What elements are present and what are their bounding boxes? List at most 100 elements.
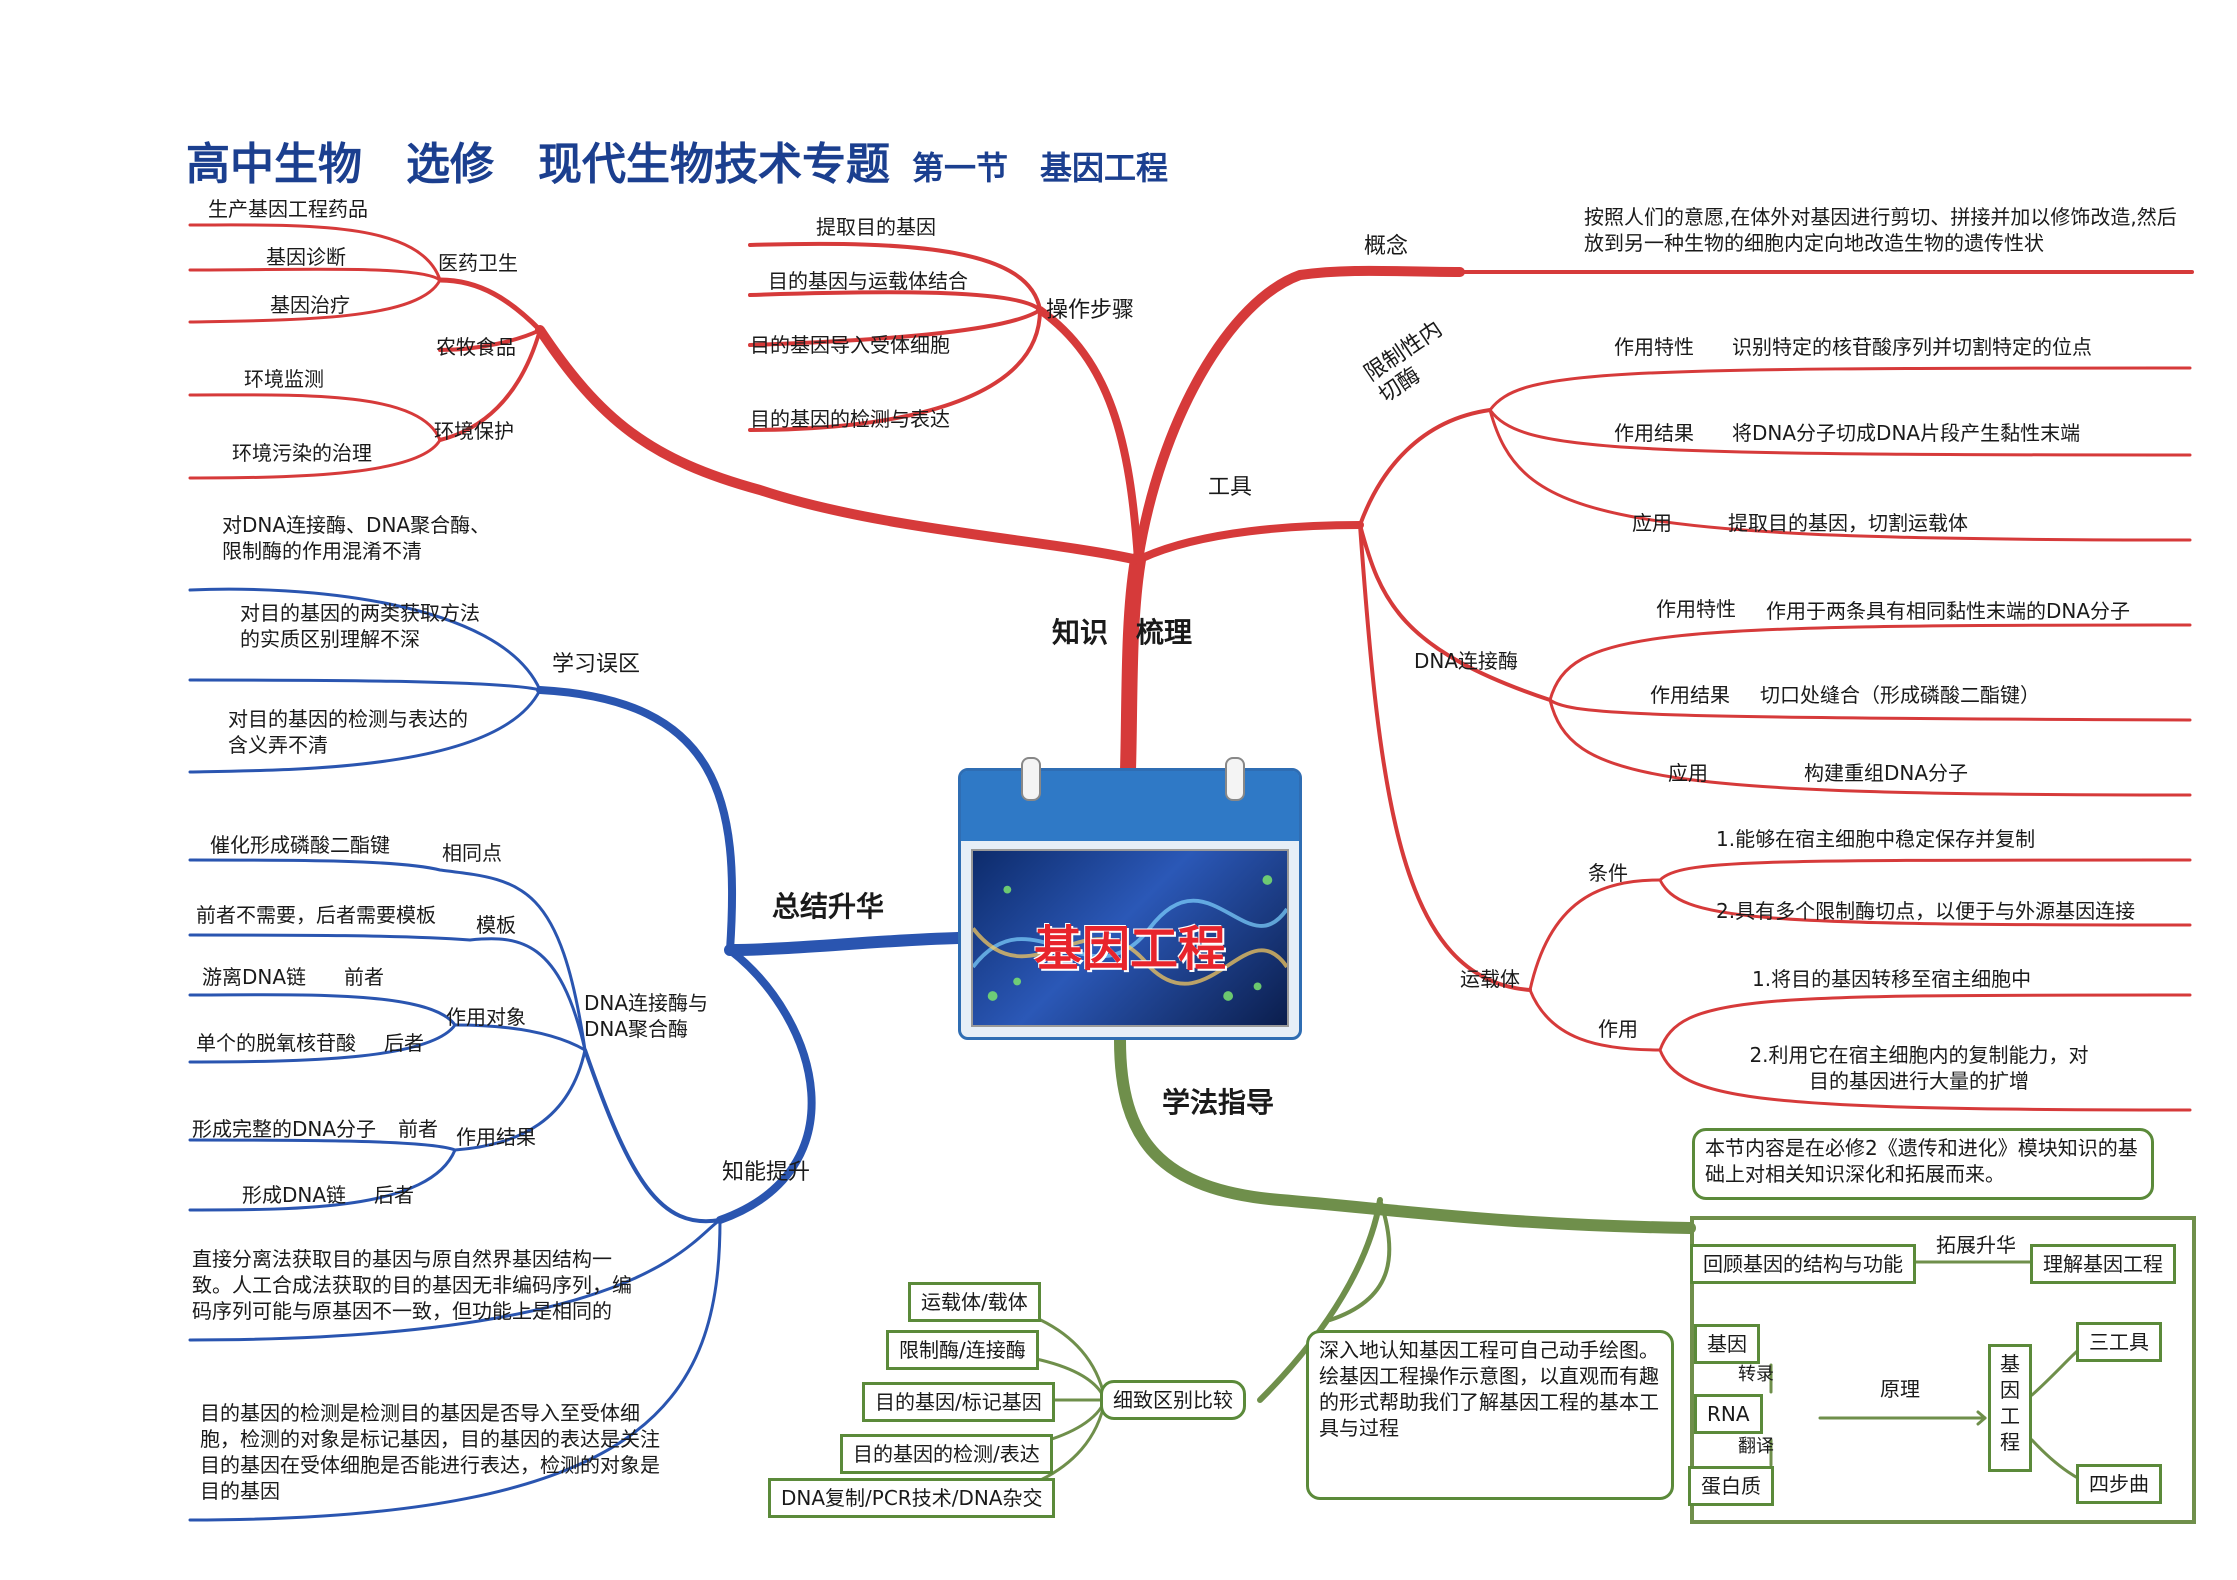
calendar-ring-icon bbox=[1225, 757, 1245, 801]
mistake-item: 对目的基因的检测与表达的含义弄不清 bbox=[228, 707, 468, 757]
ligase-key: 作用特性 bbox=[1656, 597, 1736, 621]
object-a: 游离DNA链 bbox=[202, 965, 307, 989]
flow-steps4: 四步曲 bbox=[2076, 1464, 2162, 1504]
title-sub: 第一节 基因工程 bbox=[912, 149, 1169, 187]
env-item: 环境污染的治理 bbox=[232, 441, 372, 465]
green-branch-label: 学法指导 bbox=[1162, 1086, 1275, 1119]
step-item: 目的基因的检测与表达 bbox=[750, 407, 950, 431]
template-text: 前者不需要，后者需要模板 bbox=[196, 903, 436, 927]
same-label: 相同点 bbox=[442, 841, 502, 865]
red-branch-label: 知识 梳理 bbox=[1052, 616, 1193, 649]
agri-label: 农牧食品 bbox=[436, 335, 516, 359]
flow-review: 回顾基因的结构与功能 bbox=[1690, 1244, 1916, 1284]
restriction-key: 应用 bbox=[1632, 511, 1672, 535]
flow-understand: 理解基因工程 bbox=[2030, 1244, 2176, 1284]
skills-label: 知能提升 bbox=[722, 1160, 811, 1185]
compare-item: 限制酶/连接酶 bbox=[886, 1330, 1039, 1370]
skills-note: 直接分离法获取目的基因与原自然界基因结构一致。人工合成法获取的目的基因无非编码序… bbox=[192, 1247, 632, 1323]
vector-func-item: 2.利用它在宿主细胞内的复制能力，对目的基因进行大量的扩增 bbox=[1749, 1043, 2089, 1093]
medical-item: 基因治疗 bbox=[270, 293, 350, 317]
module-note: 本节内容是在必修2《遗传和进化》模块知识的基础上对相关知识深化和拓展而来。 bbox=[1692, 1128, 2154, 1200]
object-label: 作用对象 bbox=[446, 1005, 526, 1029]
mistake-item: 对目的基因的两类获取方法的实质区别理解不深 bbox=[240, 601, 480, 651]
flow-protein: 蛋白质 bbox=[1688, 1466, 1774, 1506]
flow-ge: 基因工程 bbox=[1988, 1344, 2032, 1472]
skills-note: 目的基因的检测是检测目的基因是否导入至受体细胞，检测的对象是标记基因，目的基因的… bbox=[200, 1401, 660, 1503]
center-label: 基因工程 bbox=[1033, 921, 1226, 977]
restriction-value: 将DNA分子切成DNA片段产生黏性末端 bbox=[1732, 421, 2081, 445]
steps-label: 操作步骤 bbox=[1046, 298, 1135, 323]
flow-principle: 原理 bbox=[1880, 1377, 1920, 1401]
enzymes-label: DNA连接酶与DNA聚合酶 bbox=[584, 991, 709, 1041]
mistakes-label: 学习误区 bbox=[552, 652, 641, 677]
calendar-ring-icon bbox=[1021, 757, 1041, 801]
flow-transcribe: 转录 bbox=[1738, 1364, 1774, 1385]
same-text: 催化形成磷酸二酯键 bbox=[210, 833, 390, 857]
flow-translate: 翻译 bbox=[1738, 1436, 1774, 1457]
vector-label: 运载体 bbox=[1460, 967, 1520, 991]
env-item: 环境监测 bbox=[244, 367, 324, 391]
restriction-key: 作用结果 bbox=[1614, 421, 1694, 445]
vector-cond-item: 1.能够在宿主细胞中稳定保存并复制 bbox=[1716, 827, 2036, 851]
red-to-tools bbox=[1134, 521, 1364, 564]
page-title: 高中生物 选修 现代生物技术专题第一节 基因工程 bbox=[186, 128, 1168, 192]
medical-item: 基因诊断 bbox=[266, 245, 346, 269]
method-tip: 深入地认知基因工程可自己动手绘图。绘基因工程操作示意图，以直观而有趣的形式帮助我… bbox=[1306, 1330, 1674, 1500]
step-item: 目的基因与运载体结合 bbox=[768, 269, 968, 293]
medical-label: 医药卫生 bbox=[438, 251, 518, 275]
step-item: 提取目的基因 bbox=[816, 215, 936, 239]
vector-func-item: 1.将目的基因转移至宿主细胞中 bbox=[1752, 967, 2032, 991]
green-trunk bbox=[1114, 1034, 1696, 1234]
object-b: 单个的脱氧核苷酸 bbox=[196, 1031, 356, 1055]
vector-cond-item: 2.具有多个限制酶切点，以便于与外源基因连接 bbox=[1716, 899, 2136, 923]
medical-item: 生产基因工程药品 bbox=[208, 197, 368, 221]
red-trunk bbox=[1120, 552, 1146, 778]
blue-branch-label: 总结升华 bbox=[772, 890, 885, 923]
vector-func-label: 作用 bbox=[1598, 1017, 1638, 1041]
flow-gene: 基因 bbox=[1694, 1324, 1760, 1364]
step-item: 目的基因导入受体细胞 bbox=[750, 333, 950, 357]
result-b: 形成DNA链 bbox=[242, 1183, 347, 1207]
vector-cond-label: 条件 bbox=[1588, 861, 1628, 885]
title-main: 高中生物 选修 现代生物技术专题 bbox=[186, 139, 890, 190]
compare-item: 目的基因的检测/表达 bbox=[840, 1434, 1053, 1474]
flow-rna: RNA bbox=[1694, 1394, 1763, 1434]
ligase-value: 构建重组DNA分子 bbox=[1804, 761, 1969, 785]
calendar-header bbox=[961, 771, 1299, 841]
object-a-who: 前者 bbox=[344, 965, 384, 989]
restriction-value: 识别特定的核苷酸序列并切割特定的位点 bbox=[1732, 335, 2092, 359]
blue-trunk bbox=[724, 932, 964, 956]
result-b-who: 后者 bbox=[374, 1183, 414, 1207]
ligase-key: 作用结果 bbox=[1650, 683, 1730, 707]
center-calendar: 基因工程 bbox=[958, 757, 1302, 1040]
ligase-label: DNA连接酶 bbox=[1414, 649, 1519, 673]
flow-extend: 拓展升华 bbox=[1936, 1233, 2016, 1257]
env-label: 环境保护 bbox=[434, 419, 514, 443]
ligase-value: 作用于两条具有相同黏性末端的DNA分子 bbox=[1766, 599, 2131, 623]
compare-item: 运载体/载体 bbox=[908, 1282, 1041, 1322]
flow-tools3: 三工具 bbox=[2076, 1322, 2162, 1362]
result-a: 形成完整的DNA分子 bbox=[192, 1117, 377, 1141]
restriction-key: 作用特性 bbox=[1614, 335, 1694, 359]
ligase-value: 切口处缝合（形成磷酸二酯键） bbox=[1760, 683, 2040, 707]
result-a-who: 前者 bbox=[398, 1117, 438, 1141]
compare-item: DNA复制/PCR技术/DNA杂交 bbox=[768, 1478, 1056, 1518]
dna-image: 基因工程 bbox=[971, 849, 1289, 1027]
object-b-who: 后者 bbox=[384, 1031, 424, 1055]
tools-label: 工具 bbox=[1208, 475, 1253, 500]
compare-label: 细致区别比较 bbox=[1100, 1380, 1246, 1420]
red-to-steps bbox=[1036, 306, 1142, 564]
result-label: 作用结果 bbox=[456, 1125, 536, 1149]
compare-item: 目的基因/标记基因 bbox=[862, 1382, 1055, 1422]
mistake-item: 对DNA连接酶、DNA聚合酶、限制酶的作用混淆不清 bbox=[222, 513, 491, 563]
red-to-uses bbox=[535, 325, 1143, 565]
restriction-value: 提取目的基因，切割运载体 bbox=[1728, 511, 1968, 535]
dna-helix-icon bbox=[973, 875, 1287, 1001]
red-to-concept bbox=[1133, 265, 1465, 565]
ligase-key: 应用 bbox=[1668, 761, 1708, 785]
concept-text: 按照人们的意愿,在体外对基因进行剪切、拼接并加以修饰改造,然后放到另一种生物的细… bbox=[1584, 205, 2177, 255]
template-label: 模板 bbox=[476, 913, 516, 937]
concept-label: 概念 bbox=[1364, 234, 1409, 259]
